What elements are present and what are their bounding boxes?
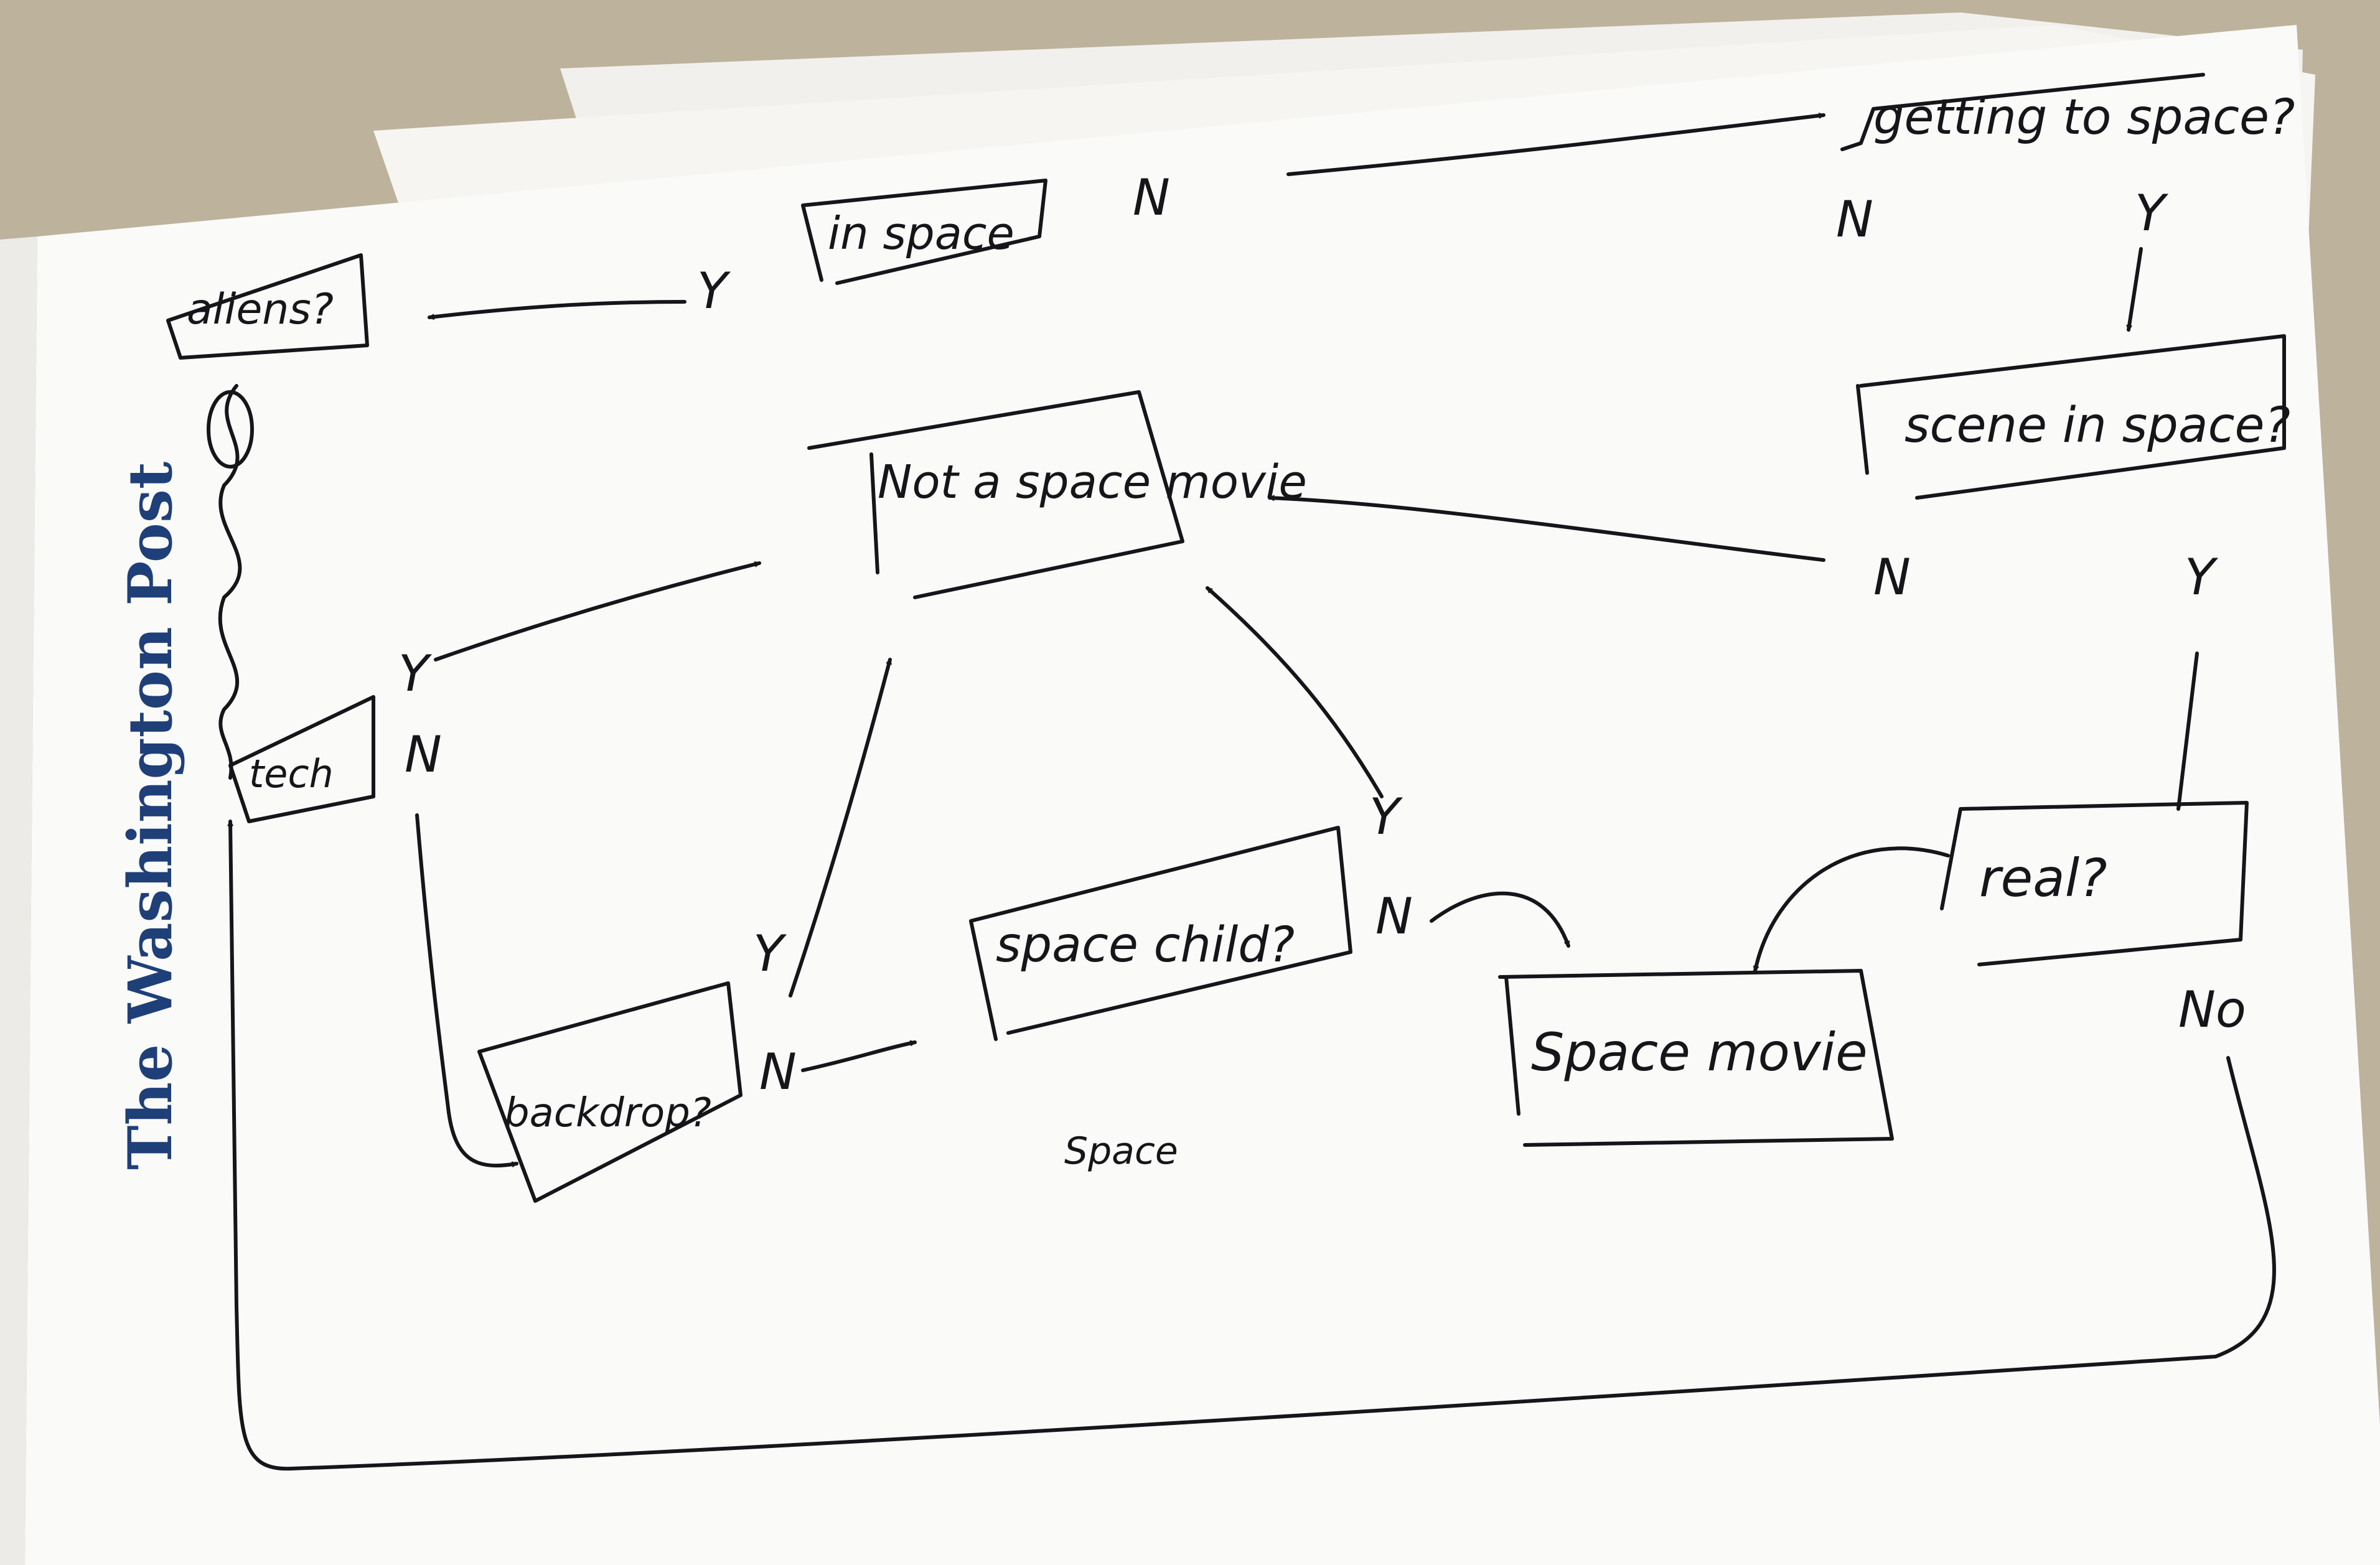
edge-tech-no	[415, 813, 518, 1168]
edge-backdrop-no	[801, 1042, 917, 1072]
edge-real-no-loop	[230, 820, 2276, 1471]
box-tech	[228, 695, 375, 823]
masthead: The Washington Post	[115, 462, 185, 1170]
edge-real-to-space-movie	[1755, 846, 1950, 973]
box-space-child	[969, 826, 1352, 1041]
node-in-space: in space	[828, 207, 1014, 259]
label-backdrop-y: Y	[753, 925, 787, 983]
label-getting-n: N	[1836, 190, 1873, 248]
scribble-line	[218, 384, 242, 780]
label-scene-y: Y	[2185, 548, 2219, 606]
edge-backdrop-yes	[789, 658, 892, 997]
scribble-loop	[207, 390, 254, 469]
node-aliens: aliens?	[187, 285, 334, 334]
scribble-space: Space	[1064, 1129, 1178, 1173]
edge-scene-yes	[2178, 652, 2199, 811]
label-in-space-y: Y	[697, 262, 731, 320]
edge-in-space-no	[1286, 115, 1825, 176]
label-in-space-n: N	[1133, 169, 1170, 227]
node-tech: tech	[249, 751, 334, 797]
box-in-space	[801, 179, 1047, 285]
label-scene-n: N	[1873, 548, 1911, 606]
label-backdrop-n: N	[759, 1043, 797, 1101]
node-scene-in-space: scene in space?	[1904, 398, 2290, 454]
label-real-no: No	[2178, 981, 2246, 1039]
label-tech-y: Y	[398, 645, 433, 703]
node-getting-to-space: getting to space?	[1873, 90, 2295, 146]
box-backdrop	[477, 981, 743, 1203]
box-not-a-space-movie	[807, 390, 1184, 599]
edge-in-space-yes	[428, 300, 686, 317]
node-not-a-space-movie: Not a space movie	[878, 455, 1307, 509]
node-real: real?	[1979, 848, 2107, 909]
paper-sheet	[25, 25, 2380, 1565]
box-space-movie	[1498, 969, 1894, 1147]
box-scene-in-space	[1856, 334, 2286, 500]
edge-scene-no	[1268, 498, 1825, 562]
box-aliens	[166, 253, 369, 360]
paper-left-edge	[0, 236, 37, 1565]
label-getting-y: Y	[2135, 184, 2169, 242]
edge-tech-yes	[434, 563, 761, 661]
node-space-movie: Space movie	[1531, 1022, 1868, 1083]
box-real	[1940, 801, 2249, 966]
edge-space-child-yes	[1206, 586, 1384, 798]
edge-getting-yes	[2129, 247, 2143, 332]
label-space-child-n: N	[1375, 887, 1413, 945]
label-tech-n: N	[405, 726, 442, 783]
label-space-child-y: Y	[1369, 788, 1403, 846]
box-getting-to-space	[1840, 73, 2205, 151]
edge-space-child-no	[1430, 891, 1570, 948]
node-backdrop: backdrop?	[504, 1090, 711, 1136]
node-space-child: space child?	[996, 917, 1295, 973]
